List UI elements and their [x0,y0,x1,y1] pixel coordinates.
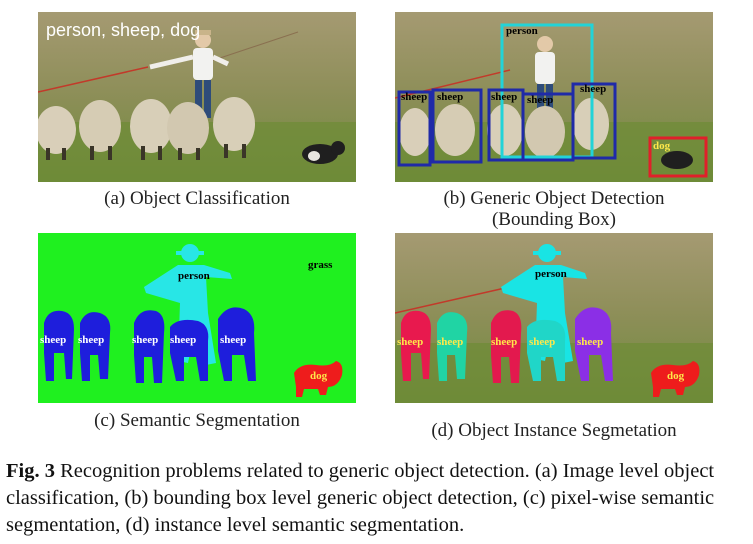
segment-label: sheep [170,334,196,346]
figure-caption-text: Recognition problems related to generic … [6,460,715,536]
detection-label: person [506,25,538,37]
panel-d-image: person sheep sheep sheep sheep sheep dog [395,233,713,403]
segment-label: dog [310,370,328,382]
dog-instance-mask [651,361,700,397]
panel-b-image: person sheep sheep sheep sheep sheep dog [395,12,713,182]
caption-c: (c) Semantic Segmentation [94,410,300,431]
instance-label: sheep [529,336,555,348]
caption-b-line1: (b) Generic Object Detection [443,188,665,209]
sheep-instance-mask [401,310,431,381]
instance-label: dog [667,370,685,382]
segment-label: person [178,270,210,282]
sheep-instance-mask [491,310,522,383]
caption-d: (d) Object Instance Segmetation [431,420,677,441]
dog-bounding-box [648,136,708,178]
instance-label: sheep [577,336,603,348]
caption-a: (a) Object Classification [104,188,290,209]
panel-c-image: grass person sheep sheep sheep sheep she… [38,233,356,403]
instance-label: sheep [491,336,517,348]
segment-label: sheep [78,334,104,346]
segment-label: sheep [220,334,246,346]
detection-label: sheep [437,91,463,103]
figure-caption: Fig. 3 Recognition problems related to g… [6,458,751,539]
sheep-instance-mask [575,307,613,381]
person-instance-mask [501,244,587,363]
dog-figure [302,141,345,164]
sheep-instance-mask [527,319,566,381]
person-mask [144,244,232,365]
figure-label: Fig. 3 [6,460,55,482]
detection-label: sheep [401,91,427,103]
segment-label: sheep [40,334,66,346]
instance-label: sheep [437,336,463,348]
sheep-bounding-box [397,90,432,167]
sheep-bounding-box [571,82,617,160]
caption-b-line2: (Bounding Box) [491,209,617,230]
sheep-masks [44,307,256,383]
detection-label: dog [653,140,671,152]
panel-a-image: person, sheep, dog [38,12,356,182]
sheep-instance-mask [437,312,468,381]
instance-label: sheep [397,336,423,348]
dog-mask [294,361,343,397]
classification-overlay-text: person, sheep, dog [46,20,200,40]
person-figure [149,30,230,118]
instance-label: person [535,268,567,280]
sheep-group [38,97,255,160]
detection-label: sheep [527,94,553,106]
detection-label: sheep [491,91,517,103]
detection-label: sheep [580,83,606,95]
segment-label: sheep [132,334,158,346]
sheep-bounding-box [431,88,483,164]
segment-label: grass [308,259,333,271]
